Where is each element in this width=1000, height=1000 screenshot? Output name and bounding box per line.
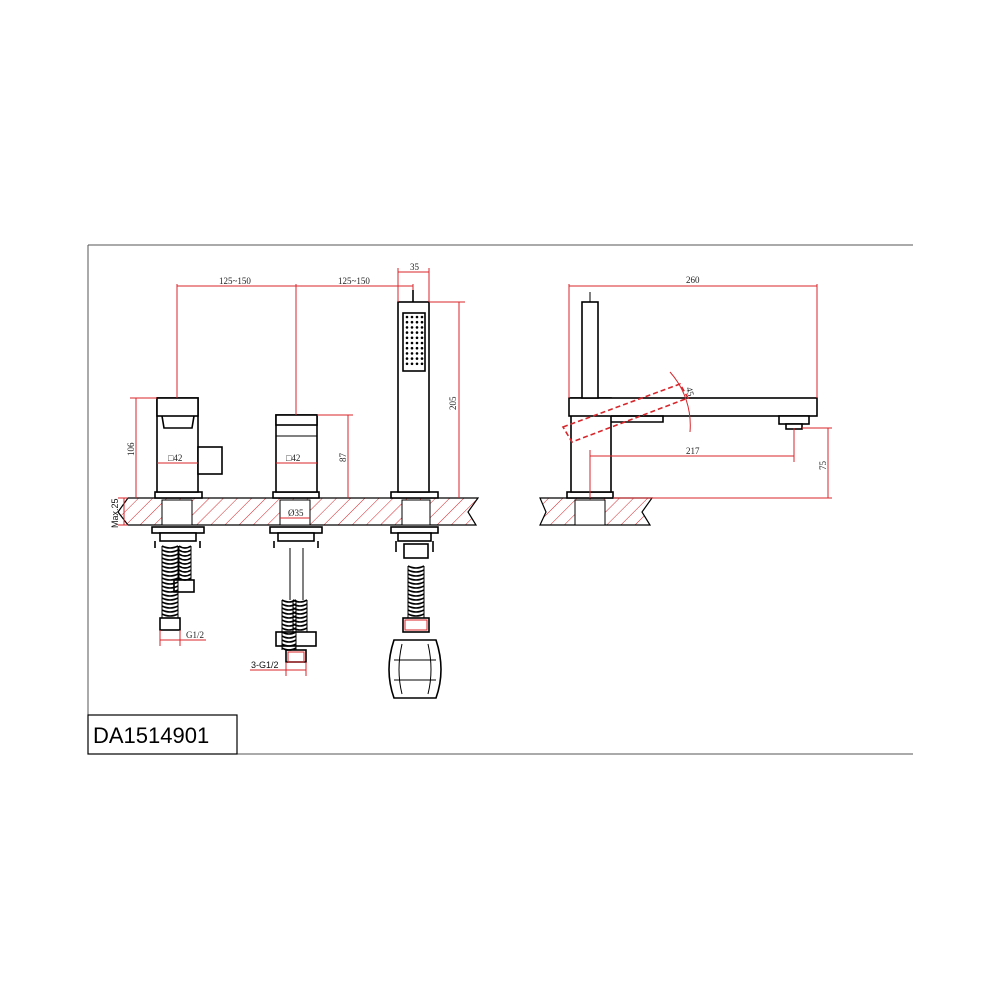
dim-handshower-height: 205 [448, 396, 458, 410]
dim-handle-angle: 45 [684, 386, 696, 398]
dim-inlet-thread: G1/2 [186, 630, 204, 640]
front-dimensions [118, 268, 465, 676]
dim-total-length: 260 [686, 275, 700, 285]
dim-handshower-width: 35 [410, 262, 420, 272]
spray-nozzles-icon [405, 315, 424, 366]
deck-hole-3 [401, 499, 431, 526]
under-deck-fitting-3 [388, 526, 442, 699]
dim-spout-height: 106 [126, 442, 136, 456]
dim-outlet-height: 75 [818, 461, 828, 471]
dim-connections: 3-G1/2 [251, 660, 279, 670]
hand-shower [390, 290, 439, 499]
hose-weight [388, 639, 442, 699]
model-code: DA1514901 [93, 723, 209, 748]
hose-coil-icon [407, 565, 425, 618]
deck-hole-1 [161, 499, 193, 526]
dim-spacing-1: 125~150 [219, 276, 251, 286]
under-deck-fitting-2 [269, 526, 323, 663]
deck-hole-side [574, 499, 606, 526]
title-box [87, 714, 238, 755]
diverter-body [272, 414, 320, 499]
hose-coil-icon [161, 545, 192, 618]
dim-valve-square: □42 [168, 453, 182, 463]
dim-hole-diameter: Ø35 [288, 508, 304, 518]
dim-diverter-height: 87 [338, 453, 348, 463]
dim-spacing-2: 125~150 [338, 276, 370, 286]
spout-body [154, 397, 223, 499]
dim-diverter-square: □42 [286, 453, 300, 463]
hose-coil-icon [281, 599, 308, 651]
deck-hole-2 [279, 499, 311, 526]
dim-max-deck: Max.25 [110, 498, 120, 528]
dim-spout-reach: 217 [686, 446, 700, 456]
side-dimensions [561, 284, 832, 499]
under-deck-fitting-1 [151, 526, 205, 631]
